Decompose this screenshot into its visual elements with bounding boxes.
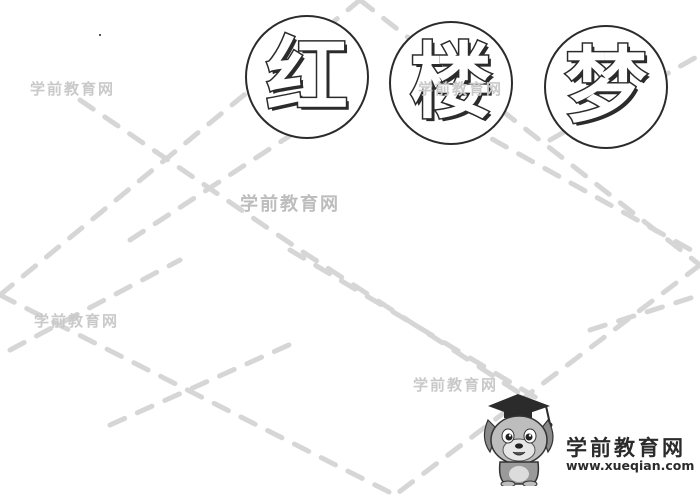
- watermark: 学前教育网: [418, 80, 504, 98]
- title-circle-hong: 红: [245, 15, 369, 139]
- title-char-hong: 红: [264, 29, 349, 124]
- title-char-lou: 楼: [408, 35, 493, 130]
- watermark: 学前教育网: [34, 312, 120, 330]
- watermark: 学前教育网: [30, 80, 116, 98]
- watermark: 学前教育网: [413, 376, 499, 394]
- mascot-logo-icon: [483, 394, 554, 486]
- logo-site-name: 学前教育网: [566, 436, 686, 460]
- title-char-meng: 梦: [563, 39, 648, 134]
- logo-site-url: www.xueqian.com: [566, 458, 695, 473]
- watermark: 学前教育网: [240, 194, 340, 215]
- title-circle-meng: 梦: [544, 25, 668, 149]
- title-circle-lou: 楼: [389, 21, 513, 145]
